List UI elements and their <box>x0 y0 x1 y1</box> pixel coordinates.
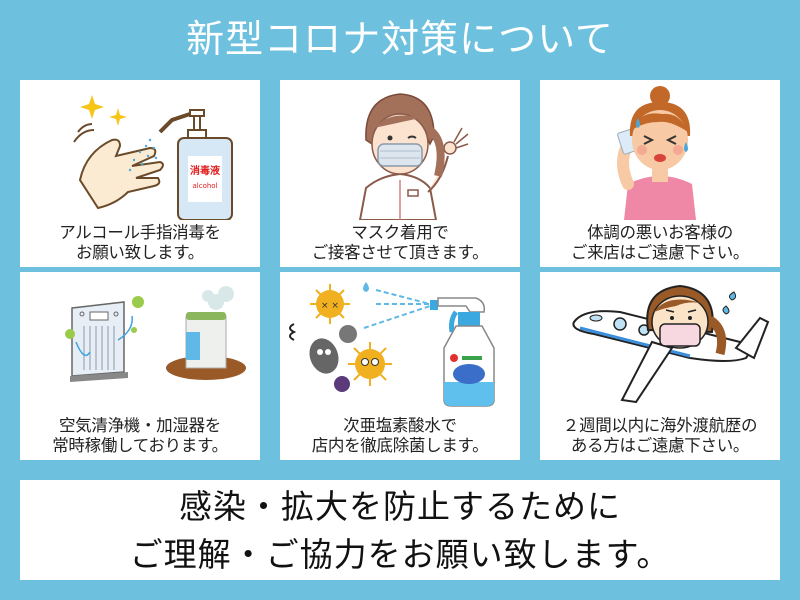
card-caption: ２週間以内に海外渡航歴の ある方はご遠慮下さい。 <box>540 416 780 456</box>
caption-line: ２週間以内に海外渡航歴の <box>562 416 758 435</box>
caption-line: ご接客させて頂きます。 <box>311 243 489 262</box>
card-overseas-travel: ２週間以内に海外渡航歴の ある方はご遠慮下さい。 <box>540 272 780 460</box>
card-air-purifier: 空気清浄機・加湿器を 常時稼働しております。 <box>20 272 260 460</box>
page-title: 新型コロナ対策について <box>186 17 614 61</box>
request-banner: 感染・拡大を防止するために ご理解・ご協力をお願い致します。 <box>20 480 780 580</box>
card-hand-sanitizer: 消毒液 alcohol アルコール手指消毒を お願い致します。 <box>20 80 260 267</box>
card-caption: マスク着用で ご接客させて頂きます。 <box>280 223 520 263</box>
caption-line: マスク着用で <box>351 223 449 242</box>
hand-sanitizer-icon: 消毒液 alcohol <box>20 80 260 220</box>
card-caption: 体調の悪いお客様の ご来店はご遠慮下さい。 <box>540 223 780 263</box>
caption-line: お願い致します。 <box>76 243 204 262</box>
caption-line: 次亜塩素酸水で <box>343 416 457 435</box>
caption-line: アルコール手指消毒を <box>59 223 221 242</box>
sick-person-icon <box>540 80 780 220</box>
caption-line: ご来店はご遠慮下さい。 <box>570 243 750 262</box>
caption-line: 体調の悪いお客様の <box>587 223 733 242</box>
air-purifier-humidifier-icon <box>20 272 260 412</box>
disinfectant-spray-icon: × × <box>280 272 520 412</box>
banner-line: 感染・拡大を防止するために <box>179 487 621 526</box>
card-disinfectant: × × <box>280 272 520 460</box>
card-caption: アルコール手指消毒を お願い致します。 <box>20 223 260 263</box>
caption-line: ある方はご遠慮下さい。 <box>570 436 750 455</box>
caption-line: 常時稼働しております。 <box>52 436 228 455</box>
airplane-travel-icon <box>540 272 780 412</box>
svg-text:× ×: × × <box>321 301 339 311</box>
caption-line: 空気清浄機・加湿器を <box>58 416 221 435</box>
bottle-label-latin: alcohol <box>192 182 217 190</box>
banner-line: ご理解・ご協力をお願い致します。 <box>129 535 671 574</box>
masked-staff-icon <box>280 80 520 220</box>
card-caption: 次亜塩素酸水で 店内を徹底除菌します。 <box>280 416 520 456</box>
caption-line: 店内を徹底除菌します。 <box>311 436 489 455</box>
card-sick-person: 体調の悪いお客様の ご来店はご遠慮下さい。 <box>540 80 780 267</box>
card-masked-staff: マスク着用で ご接客させて頂きます。 <box>280 80 520 267</box>
bottle-label-kanji: 消毒液 <box>190 164 220 177</box>
card-caption: 空気清浄機・加湿器を 常時稼働しております。 <box>20 416 260 456</box>
